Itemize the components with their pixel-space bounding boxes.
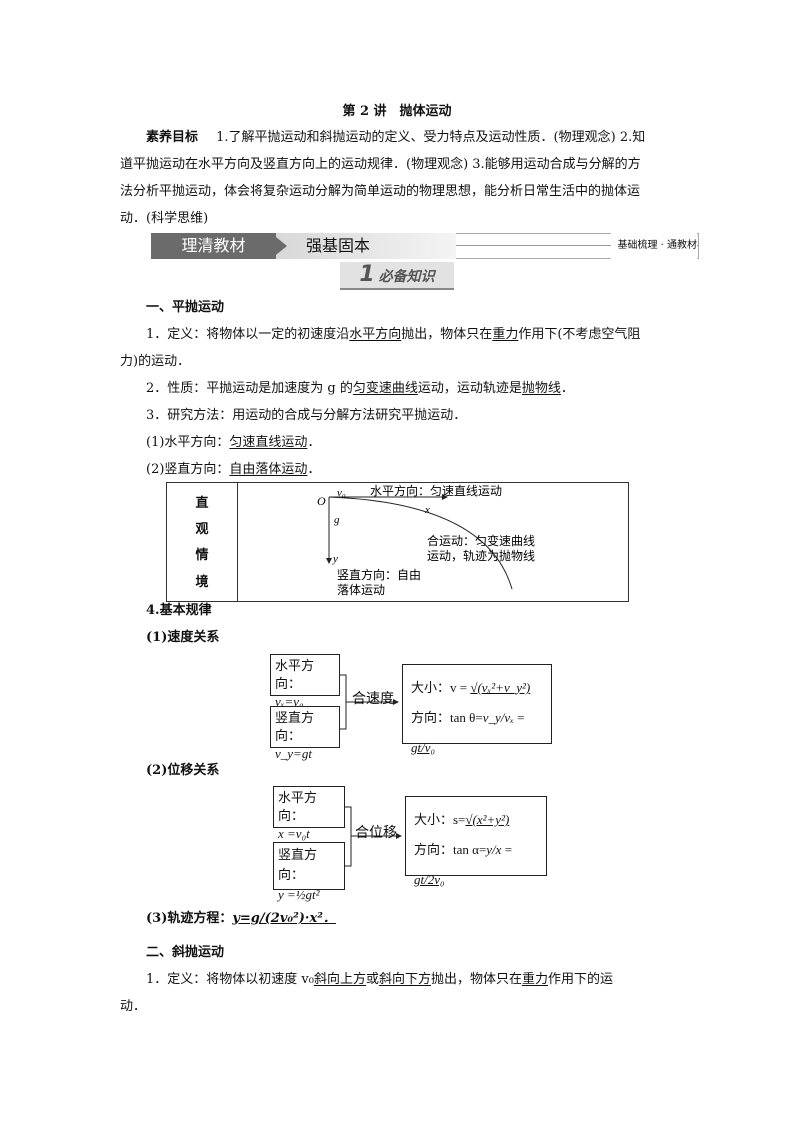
answer-blank: √(vₓ²+v_y²) <box>470 680 531 695</box>
text: 或 <box>365 972 379 987</box>
text: ． <box>560 381 574 396</box>
section-banner: 强基固本 理清教材 基础梳理 · 通教材 <box>151 233 699 259</box>
disp-h-title: 水平方向： <box>278 790 318 823</box>
y-axis-label: y <box>332 553 338 565</box>
objectives-label: 素养目标 <box>146 130 199 145</box>
label-char: 情 <box>195 548 209 563</box>
disp-h-eq: x =v₀t <box>278 826 310 841</box>
text: ． <box>307 462 321 477</box>
velocity-heading: (1)速度关系 <box>146 630 220 645</box>
vel-mid-label: 合速度 <box>352 692 394 707</box>
text: 抛出，物体只在 <box>401 327 493 342</box>
laws-heading: 4.基本规律 <box>146 603 212 618</box>
combined-label-2: 运动，轨迹为抛物线 <box>427 548 535 563</box>
section-badge-number: 1 <box>359 262 375 287</box>
vel-v-title: 竖直方向： <box>275 710 315 743</box>
displacement-diagram: 水平方向： x =v₀t 竖直方向： y =½gt² 合位移 大小：s=√(x²… <box>271 784 561 902</box>
text: (1)水平方向： <box>146 435 230 450</box>
disp-v-eq: y =½gt² <box>278 887 320 902</box>
objectives-line1: 1.了解平抛运动和斜抛运动的定义、受力特点及运动性质．(物理观念) 2.知 <box>216 130 646 145</box>
label-char: 观 <box>195 522 209 537</box>
text: 1．定义：将物体以初速度 v₀ <box>146 972 314 987</box>
text: v_y/vₓ <box>482 710 514 725</box>
part1-definition-cont: 力)的运动． <box>120 354 191 369</box>
answer-blank: 抛物线 <box>521 381 561 396</box>
part2-definition: 1．定义：将物体以初速度 v₀斜向上方或斜向下方抛出，物体只在重力作用下的运 <box>120 966 690 993</box>
answer-blank: 水平方向 <box>349 327 402 342</box>
text: 作用下(不考虑空气阻 <box>518 327 641 342</box>
answer-blank: gt/2v₀ <box>414 872 445 887</box>
answer-blank: 重力 <box>522 972 549 987</box>
banner-right-text: 基础梳理 · 通教材 <box>611 233 697 259</box>
g-label: g <box>334 514 340 526</box>
velocity-diagram: 水平方向： vₓ=v₀ 竖直方向： v_y=gt 合速度 大小：v = √(vₓ… <box>268 652 558 761</box>
answer-blank: 匀变速曲线 <box>352 381 418 396</box>
objectives-line3: 法分析平抛运动，体会将复杂运动分解为简单运动的物理思想，能分析日常生活中的抛体运 <box>120 184 641 199</box>
page-title: 第 2 讲 抛体运动 <box>342 104 452 119</box>
text: ． <box>307 435 321 450</box>
trajectory-equation: (3)轨迹方程：y=g/(2v₀²)·x²． <box>146 905 336 932</box>
text: 抛出，物体只在 <box>431 972 523 987</box>
text: 大小：s= <box>414 812 466 827</box>
disp-v-title: 竖直方向： <box>278 847 318 882</box>
part1: 一、平抛运动 1．定义：将物体以一定的初速度沿水平方向抛出，物体只在重力作用下(… <box>120 294 690 483</box>
origin-label: O <box>317 494 326 508</box>
combined-label-1: 合运动：匀变速曲线 <box>427 533 535 548</box>
vel-dir: 方向：tan θ=v_y/vₓ = gt/v₀ <box>411 710 525 755</box>
answer-blank: 斜向下方 <box>379 972 432 987</box>
answer-blank: 匀速直线运动 <box>229 435 308 450</box>
x-axis-label: x <box>424 504 430 516</box>
answer-blank: √(x²+y²) <box>465 812 510 827</box>
text: y/x <box>486 842 502 857</box>
part1-method: 3．研究方法：用运动的合成与分解方法研究平抛运动． <box>146 408 467 423</box>
vel-v-eq: v_y=gt <box>275 746 312 761</box>
objectives-line2: 道平抛运动在水平方向及竖直方向上的运动规律．(物理观念) 3.能够用运动合成与分… <box>120 157 641 172</box>
banner-left-text: 理清教材 <box>151 233 276 259</box>
vertical-label-1: 竖直方向：自由 <box>337 567 421 582</box>
part1-horizontal: (1)水平方向：匀速直线运动． <box>120 429 690 456</box>
answer-blank: y=g/(2v₀²)·x²． <box>232 911 336 926</box>
text: 2．性质：平抛运动是加速度为 g 的 <box>146 381 353 396</box>
disp-mid-label: 合位移 <box>355 826 397 841</box>
part2-definition-cont: 动． <box>120 999 147 1014</box>
text: (2)竖直方向： <box>146 462 230 477</box>
label-char: 境 <box>195 575 209 590</box>
banner-arrow-icon <box>271 233 287 259</box>
objectives-line4: 动．(科学思维) <box>120 211 209 226</box>
displacement-heading: (2)位移关系 <box>146 763 220 778</box>
part1-vertical: (2)竖直方向：自由落体运动． <box>120 456 690 483</box>
v0-label: v₀ <box>337 487 346 499</box>
projectile-diagram: O v₀ 水平方向：匀速直线运动 x g y 合运动：匀变速曲线 运动，轨迹为抛… <box>317 483 535 597</box>
text: (3)轨迹方程： <box>146 911 233 926</box>
text: 1．定义：将物体以一定的初速度沿 <box>146 327 350 342</box>
label-char: 直 <box>195 496 209 511</box>
answer-blank: gt/v₀ <box>411 740 436 755</box>
text: 大小：v = <box>411 680 468 695</box>
disp-dir: 方向：tan α=y/x = gt/2v₀ <box>414 842 513 887</box>
answer-blank: 斜向上方 <box>313 972 366 987</box>
part1-definition: 1．定义：将物体以一定的初速度沿水平方向抛出，物体只在重力作用下(不考虑空气阻 <box>120 321 690 348</box>
text: 方向：tan θ= <box>411 710 483 725</box>
text: 运动，运动轨迹是 <box>417 381 522 396</box>
objectives: 素养目标 1.了解平抛运动和斜抛运动的定义、受力特点及运动性质．(物理观念) 2… <box>120 124 690 232</box>
part1-heading: 一、平抛运动 <box>146 300 225 315</box>
answer-blank: 重力 <box>492 327 519 342</box>
part1-nature: 2．性质：平抛运动是加速度为 g 的匀变速曲线运动，运动轨迹是抛物线． <box>120 375 690 402</box>
vel-size: 大小：v = √(vₓ²+v_y²) <box>411 673 543 703</box>
part2: 二、斜抛运动 1．定义：将物体以初速度 v₀斜向上方或斜向下方抛出，物体只在重力… <box>120 939 690 1020</box>
text: 作用下的运 <box>548 972 614 987</box>
section-badge-text: 必备知识 <box>378 269 435 285</box>
horizontal-label: 水平方向：匀速直线运动 <box>370 483 502 498</box>
part2-heading: 二、斜抛运动 <box>146 945 225 960</box>
intuitive-table: 直 观 情 境 O v₀ 水平方向：匀速直线运动 x g y 合运动：匀变速曲线… <box>166 482 629 602</box>
vel-h-eq: vₓ=v₀ <box>275 694 304 709</box>
vel-h-title: 水平方向： <box>275 658 315 691</box>
text: 方向：tan α= <box>414 842 487 857</box>
disp-size: 大小：s=√(x²+y²) <box>414 805 538 835</box>
vertical-label-2: 落体运动 <box>337 583 385 597</box>
answer-blank: 自由落体运动 <box>229 462 308 477</box>
banner-mid-text: 强基固本 <box>276 233 456 259</box>
